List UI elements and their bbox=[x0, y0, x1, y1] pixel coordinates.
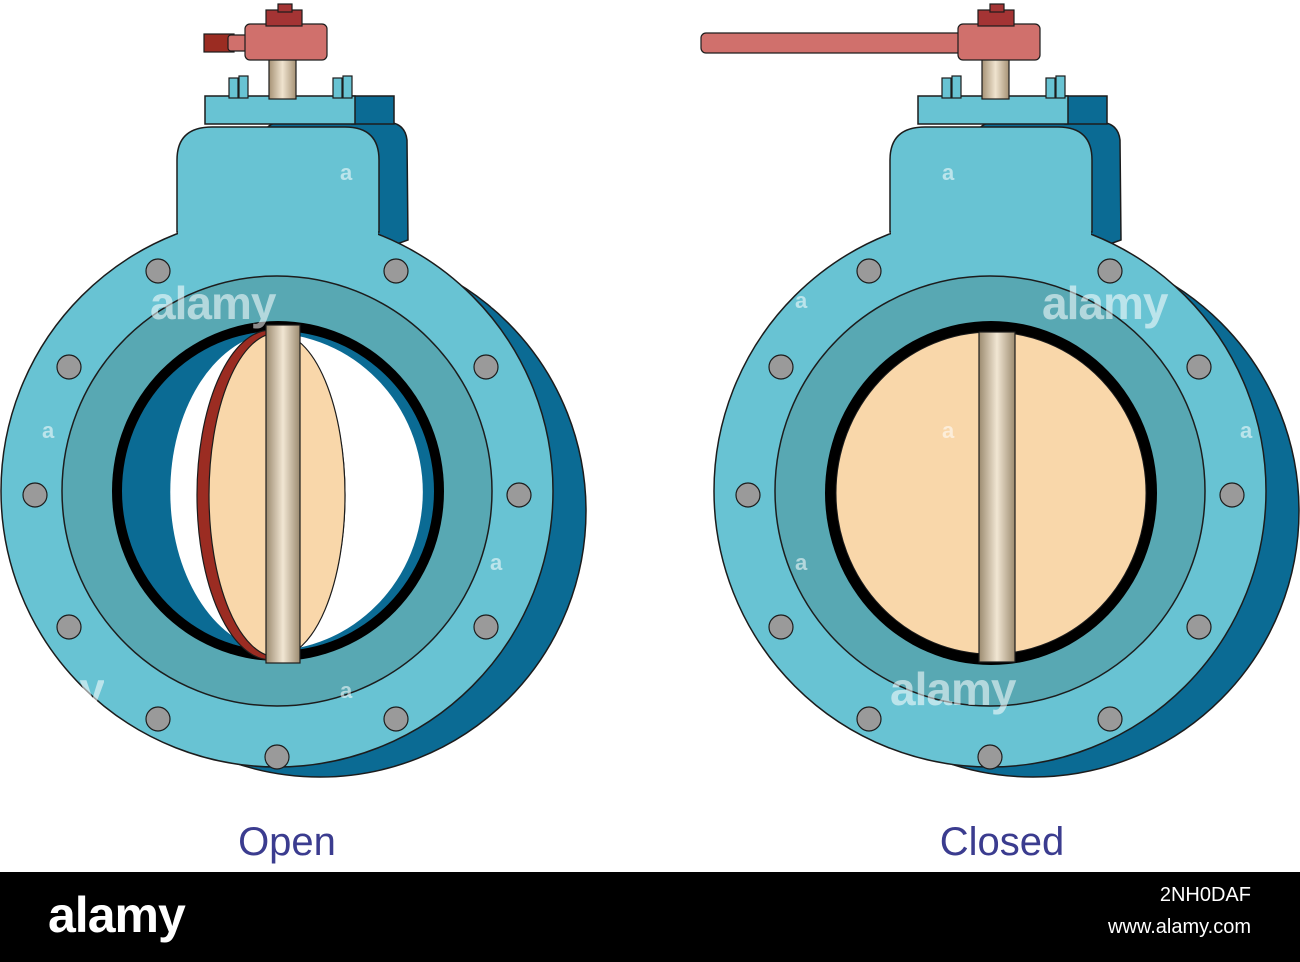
open-valve-stem bbox=[265, 324, 301, 664]
open-valve-top-flange bbox=[204, 95, 356, 125]
watermark-letter: a bbox=[795, 550, 808, 575]
closed-valve-stem bbox=[978, 331, 1016, 663]
watermark-letter: a bbox=[340, 160, 353, 185]
footer-logo: alamy bbox=[48, 887, 186, 943]
closed-valve bbox=[700, 3, 1300, 778]
open-valve-handle bbox=[203, 3, 328, 61]
watermark-letter: a bbox=[340, 678, 353, 703]
butterfly-valve-illustration bbox=[0, 3, 1300, 778]
watermark-text: alamy bbox=[150, 277, 276, 329]
footer-image-id: 2NH0DAF bbox=[1159, 884, 1251, 906]
caption-closed: Closed bbox=[939, 820, 1065, 864]
footer-site: www.alamy.com bbox=[1108, 916, 1251, 938]
open-valve-flange-bolts bbox=[22, 258, 532, 770]
watermark-letter: a bbox=[942, 418, 955, 443]
watermark-letter: a bbox=[795, 288, 808, 313]
caption-open: Open bbox=[238, 820, 336, 864]
open-valve bbox=[0, 3, 587, 778]
watermark-letter: a bbox=[42, 418, 55, 443]
closed-valve-stem-top bbox=[981, 54, 1010, 100]
watermark-letter: a bbox=[942, 160, 955, 185]
closed-valve-flange-bolts bbox=[735, 258, 1245, 770]
watermark-text: alamy bbox=[890, 663, 1016, 715]
watermark-letter: a bbox=[1240, 418, 1253, 443]
watermark-letter: a bbox=[490, 288, 503, 313]
footer-bar: alamy 2NH0DAF www.alamy.com bbox=[0, 872, 1300, 962]
open-valve-top-bolts bbox=[228, 75, 353, 99]
watermark-letter: a bbox=[490, 550, 503, 575]
closed-valve-top-bolts bbox=[941, 75, 1066, 99]
watermark-text: alamy bbox=[38, 662, 104, 716]
closed-valve-handle bbox=[700, 3, 1041, 61]
closed-valve-top-flange bbox=[917, 95, 1069, 125]
watermark-text: alamy bbox=[1042, 277, 1168, 329]
watermark-fragment: alamy bbox=[38, 663, 104, 715]
open-valve-stem-top bbox=[268, 54, 297, 100]
